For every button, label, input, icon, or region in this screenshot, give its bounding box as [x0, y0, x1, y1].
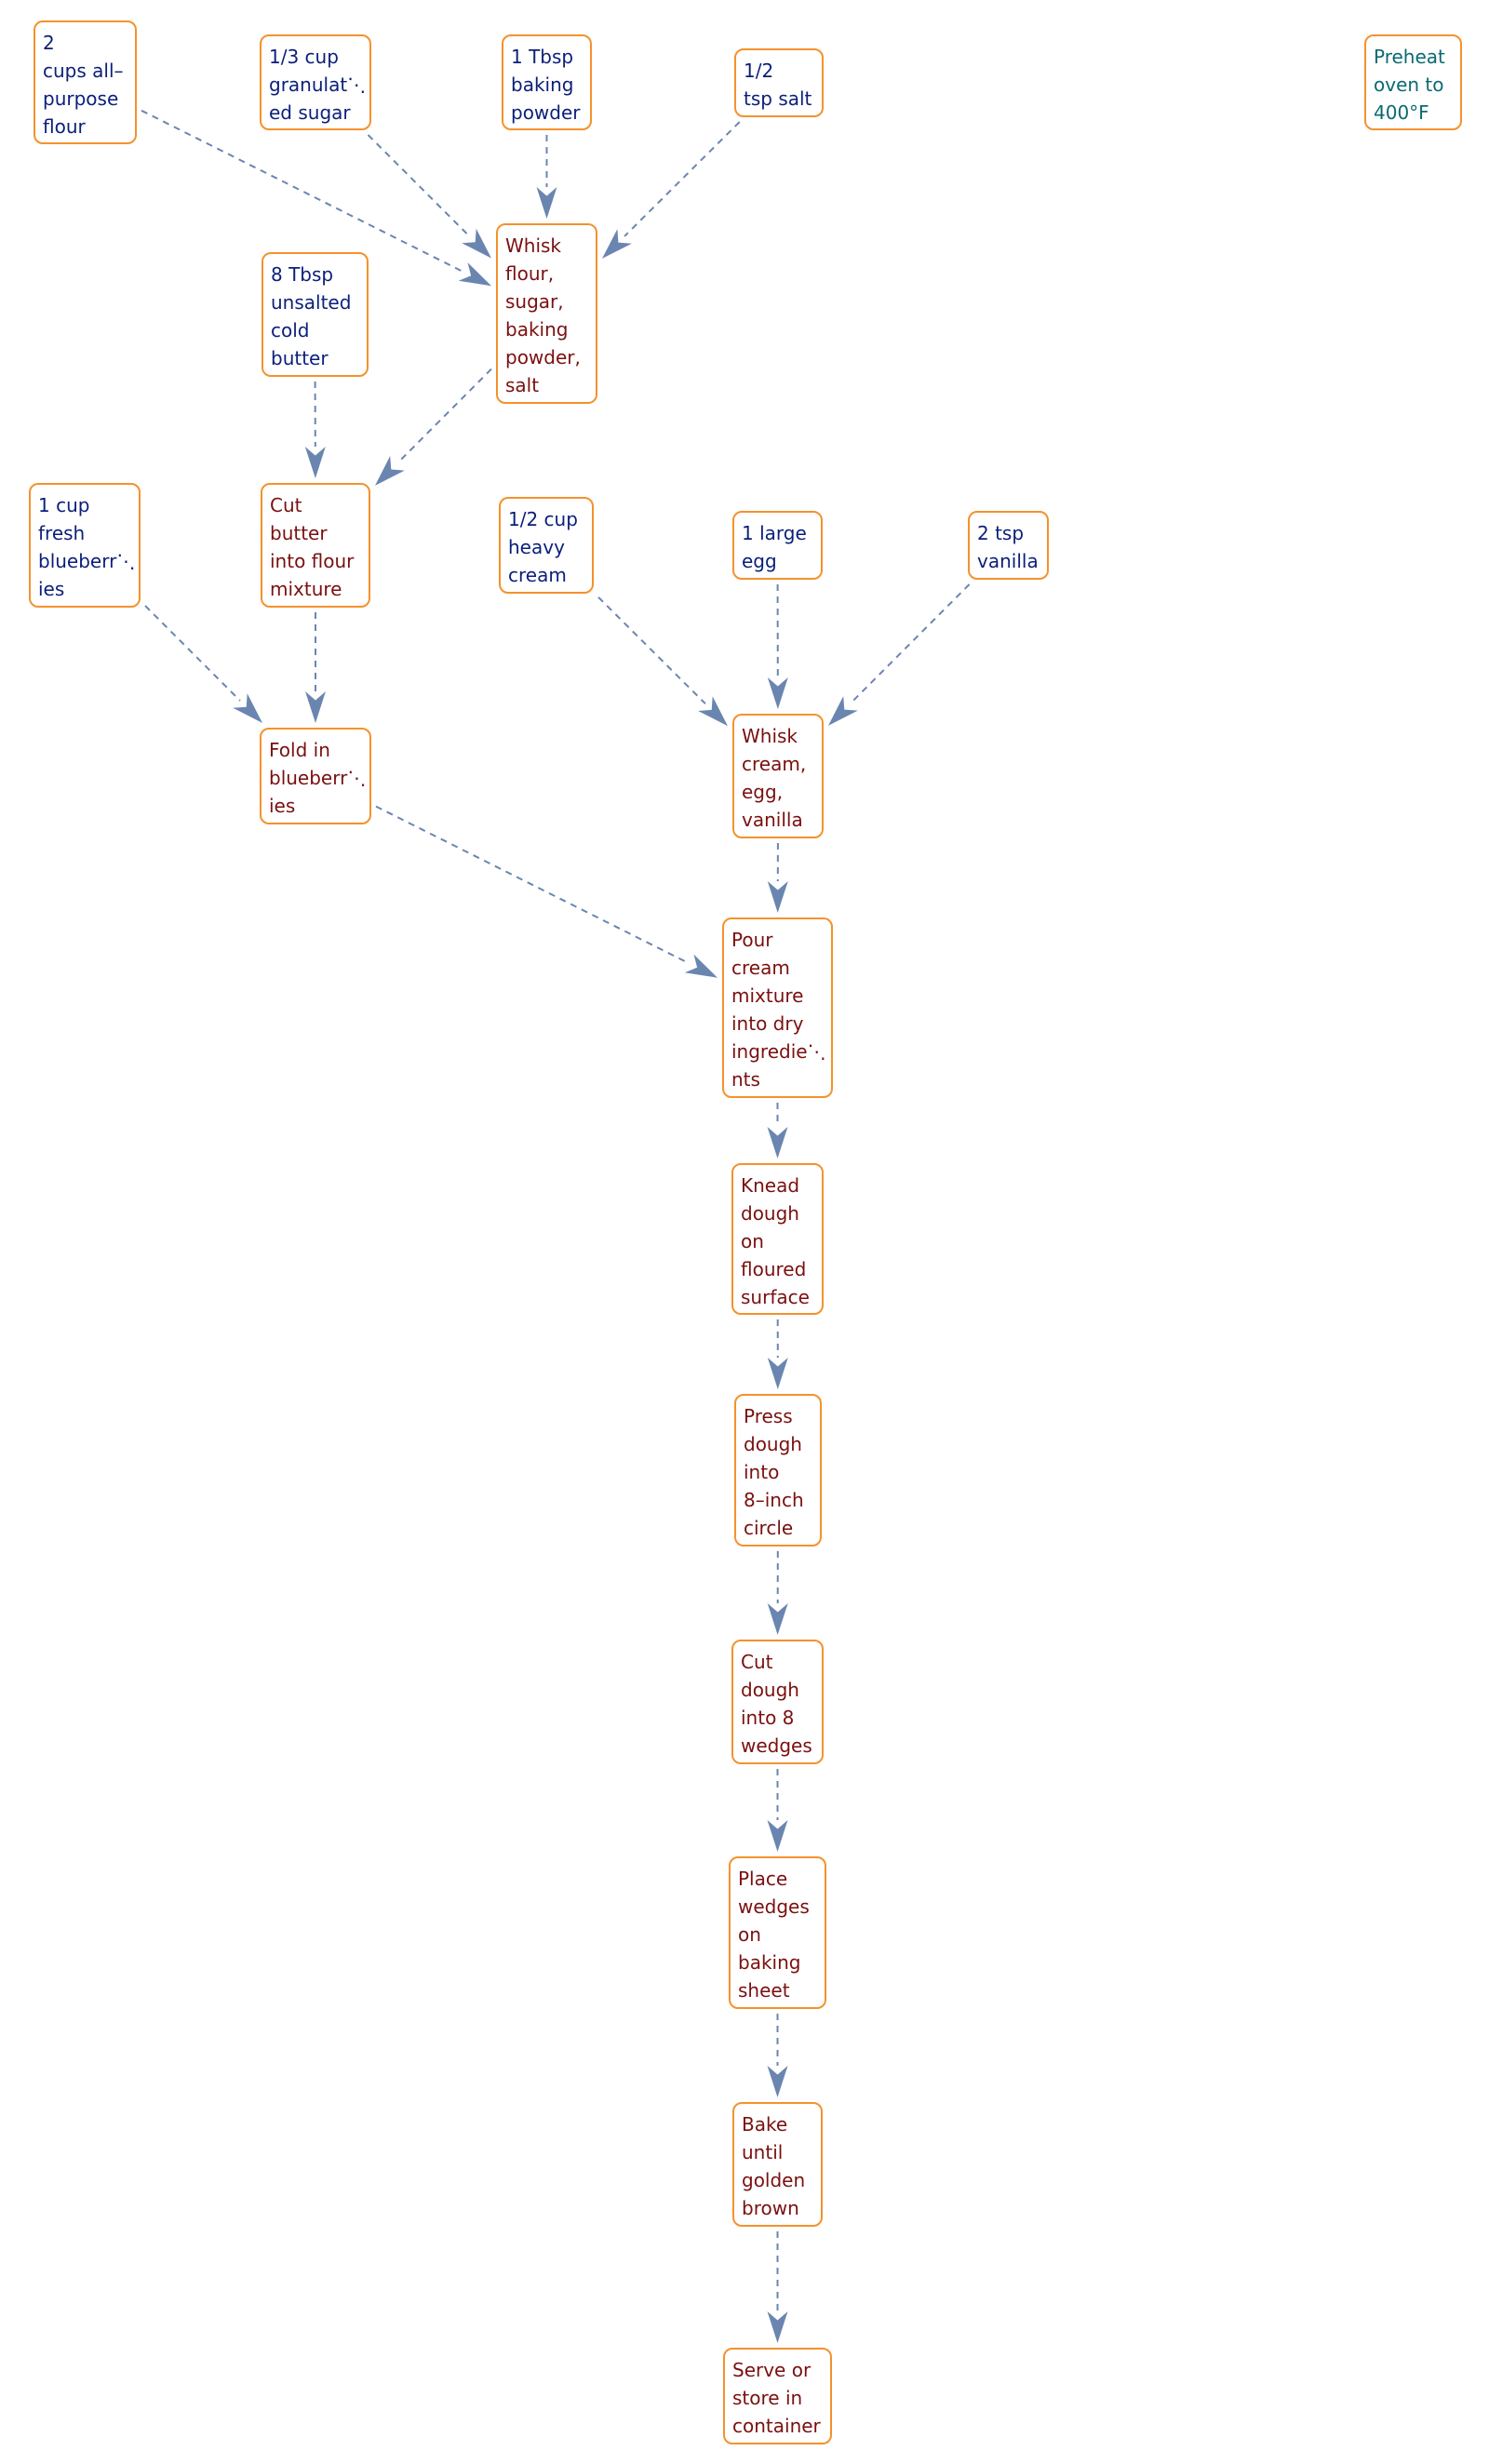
preheat-oven-note: Preheat oven to 400°F [1364, 34, 1462, 130]
edge-line-sugar-to-whisk_dry [367, 134, 470, 237]
edge-arrowhead-cream-to-whisk_wet [698, 696, 728, 727]
edge-arrowhead-bake-to-serve [767, 2311, 788, 2343]
edge-arrowhead-place-to-bake [767, 2066, 788, 2097]
step-cut-butter: Cut butter into flour mixture [261, 483, 370, 608]
step-press-dough: Press dough into 8–inch circle [734, 1394, 822, 1547]
ingredient-salt: 1/2 tsp salt [734, 48, 824, 117]
edge-line-cream-to-whisk_wet [597, 596, 706, 704]
edge-line-vanilla-to-whisk_wet [850, 583, 971, 704]
step-place-wedges: Place wedges on baking sheet [729, 1856, 826, 2009]
edge-arrowhead-sugar-to-whisk_dry [462, 228, 491, 259]
ingredient-butter: 8 Tbsp unsalted cold butter [262, 252, 369, 377]
step-fold-in-blueberries: Fold in blueberr⋱ ies [260, 728, 371, 824]
edge-arrowhead-butter-to-cut_butter [304, 447, 326, 478]
ingredient-vanilla: 2 tsp vanilla [968, 511, 1049, 580]
edge-arrowhead-vanilla-to-whisk_wet [828, 696, 858, 726]
step-pour-cream-mixture: Pour cream mixture into dry ingredie⋱ nt… [722, 917, 833, 1098]
edge-arrowhead-flour-to-whisk_dry [458, 262, 491, 287]
edge-arrowhead-knead-to-press [767, 1358, 788, 1389]
edge-line-flour-to-whisk_dry [141, 109, 464, 273]
ingredient-heavy-cream: 1/2 cup heavy cream [499, 497, 594, 594]
ingredient-baking-powder: 1 Tbsp baking powder [502, 34, 592, 130]
step-bake: Bake until golden brown [732, 2102, 823, 2227]
ingredient-flour: 2 cups all– purpose flour [34, 20, 137, 144]
edge-arrowhead-whisk_dry-to-cut_butter [375, 456, 405, 486]
ingredient-egg: 1 large egg [732, 511, 823, 580]
edge-arrowhead-cut_butter-to-fold [305, 691, 326, 723]
edge-line-whisk_dry-to-cut_butter [396, 368, 492, 464]
edge-line-blueberries-to-fold [144, 605, 241, 702]
step-whisk-dry-ingredients: Whisk flour, sugar, baking powder, salt [496, 223, 597, 404]
edge-arrowhead-blueberries-to-fold [233, 693, 262, 723]
step-cut-wedges: Cut dough into 8 wedges [731, 1640, 824, 1764]
edge-arrowhead-egg-to-whisk_wet [767, 677, 788, 709]
step-serve: Serve or store in container [723, 2348, 832, 2444]
edge-arrowhead-whisk_wet-to-pour [767, 881, 788, 913]
ingredient-blueberries: 1 cup fresh blueberr⋱ ies [29, 483, 141, 608]
edge-arrowhead-baking_powder-to-whisk_dry [536, 187, 557, 219]
edge-arrowhead-pour-to-knead [767, 1127, 788, 1158]
step-knead-dough: Knead dough on floured surface [731, 1163, 824, 1315]
step-whisk-wet-ingredients: Whisk cream, egg, vanilla [732, 714, 824, 838]
edge-arrowhead-cut_wedges-to-place [767, 1820, 788, 1852]
edge-line-fold-to-pour [375, 805, 691, 965]
ingredient-sugar: 1/3 cup granulat⋱ ed sugar [260, 34, 371, 130]
edge-arrowhead-press-to-cut_wedges [767, 1603, 788, 1635]
edge-line-salt-to-whisk_dry [624, 121, 741, 237]
edge-arrowhead-salt-to-whisk_dry [602, 229, 632, 259]
edge-arrowhead-fold-to-pour [684, 954, 718, 978]
